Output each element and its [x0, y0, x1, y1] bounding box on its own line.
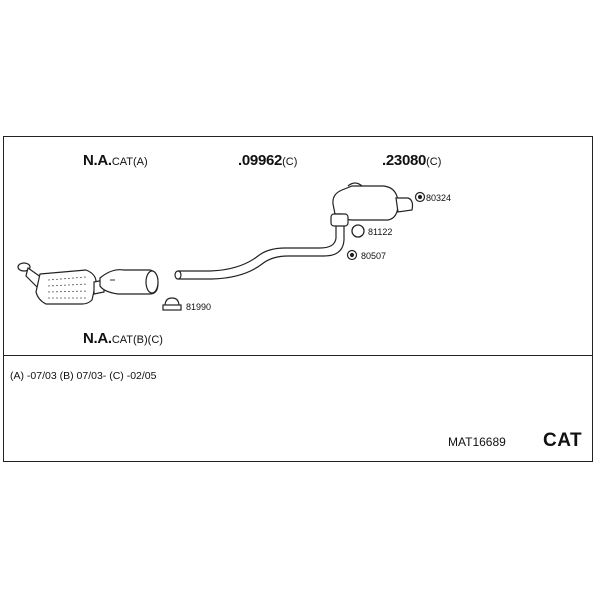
- diagram-divider: [3, 355, 593, 356]
- label-front-cat-b: N.A.CAT(B)(C): [83, 330, 163, 347]
- front-cat-b-suffix: CAT(B)(C): [111, 334, 163, 346]
- rear-code: .23080: [382, 152, 427, 169]
- part-number-80507: 80507: [361, 251, 387, 261]
- label-middle: .09962(C): [238, 152, 297, 169]
- intermediate-pipe: [174, 226, 345, 280]
- front-cat-code: N.A.: [83, 152, 112, 169]
- rear-inlet: [330, 213, 349, 227]
- category-label: CAT: [543, 430, 583, 451]
- gasket-80324-icon: [414, 191, 426, 203]
- front-muffler: [99, 269, 159, 295]
- cat-body: [35, 269, 97, 305]
- label-rear: .23080(C): [382, 152, 441, 169]
- kit-code: MAT16689: [448, 435, 506, 449]
- part-number-81122: 81122: [368, 227, 393, 237]
- date-legend: (A) -07/03 (B) 07/03- (C) -02/05: [10, 370, 157, 382]
- ring-81122-icon: [351, 224, 365, 238]
- part-number-80324: 80324: [426, 193, 452, 203]
- front-catalytic-converter: [17, 262, 105, 305]
- front-muffler-end: [145, 270, 159, 294]
- clamp-81990-icon: [162, 297, 182, 311]
- middle-code: .09962: [238, 152, 283, 169]
- diagram-frame: [3, 136, 593, 462]
- label-front-cat: N.A.CAT(A): [83, 152, 148, 169]
- manifold-flange: [17, 262, 31, 272]
- front-cat-suffix: CAT(A): [111, 156, 148, 168]
- tailpipe: [395, 197, 414, 213]
- rear-suffix: (C): [426, 156, 442, 168]
- rear-muffler: [330, 182, 414, 227]
- part-number-81990: 81990: [186, 302, 212, 312]
- front-cat-b-code: N.A.: [83, 330, 112, 347]
- gasket-80507-icon: [346, 249, 358, 261]
- middle-suffix: (C): [282, 156, 298, 168]
